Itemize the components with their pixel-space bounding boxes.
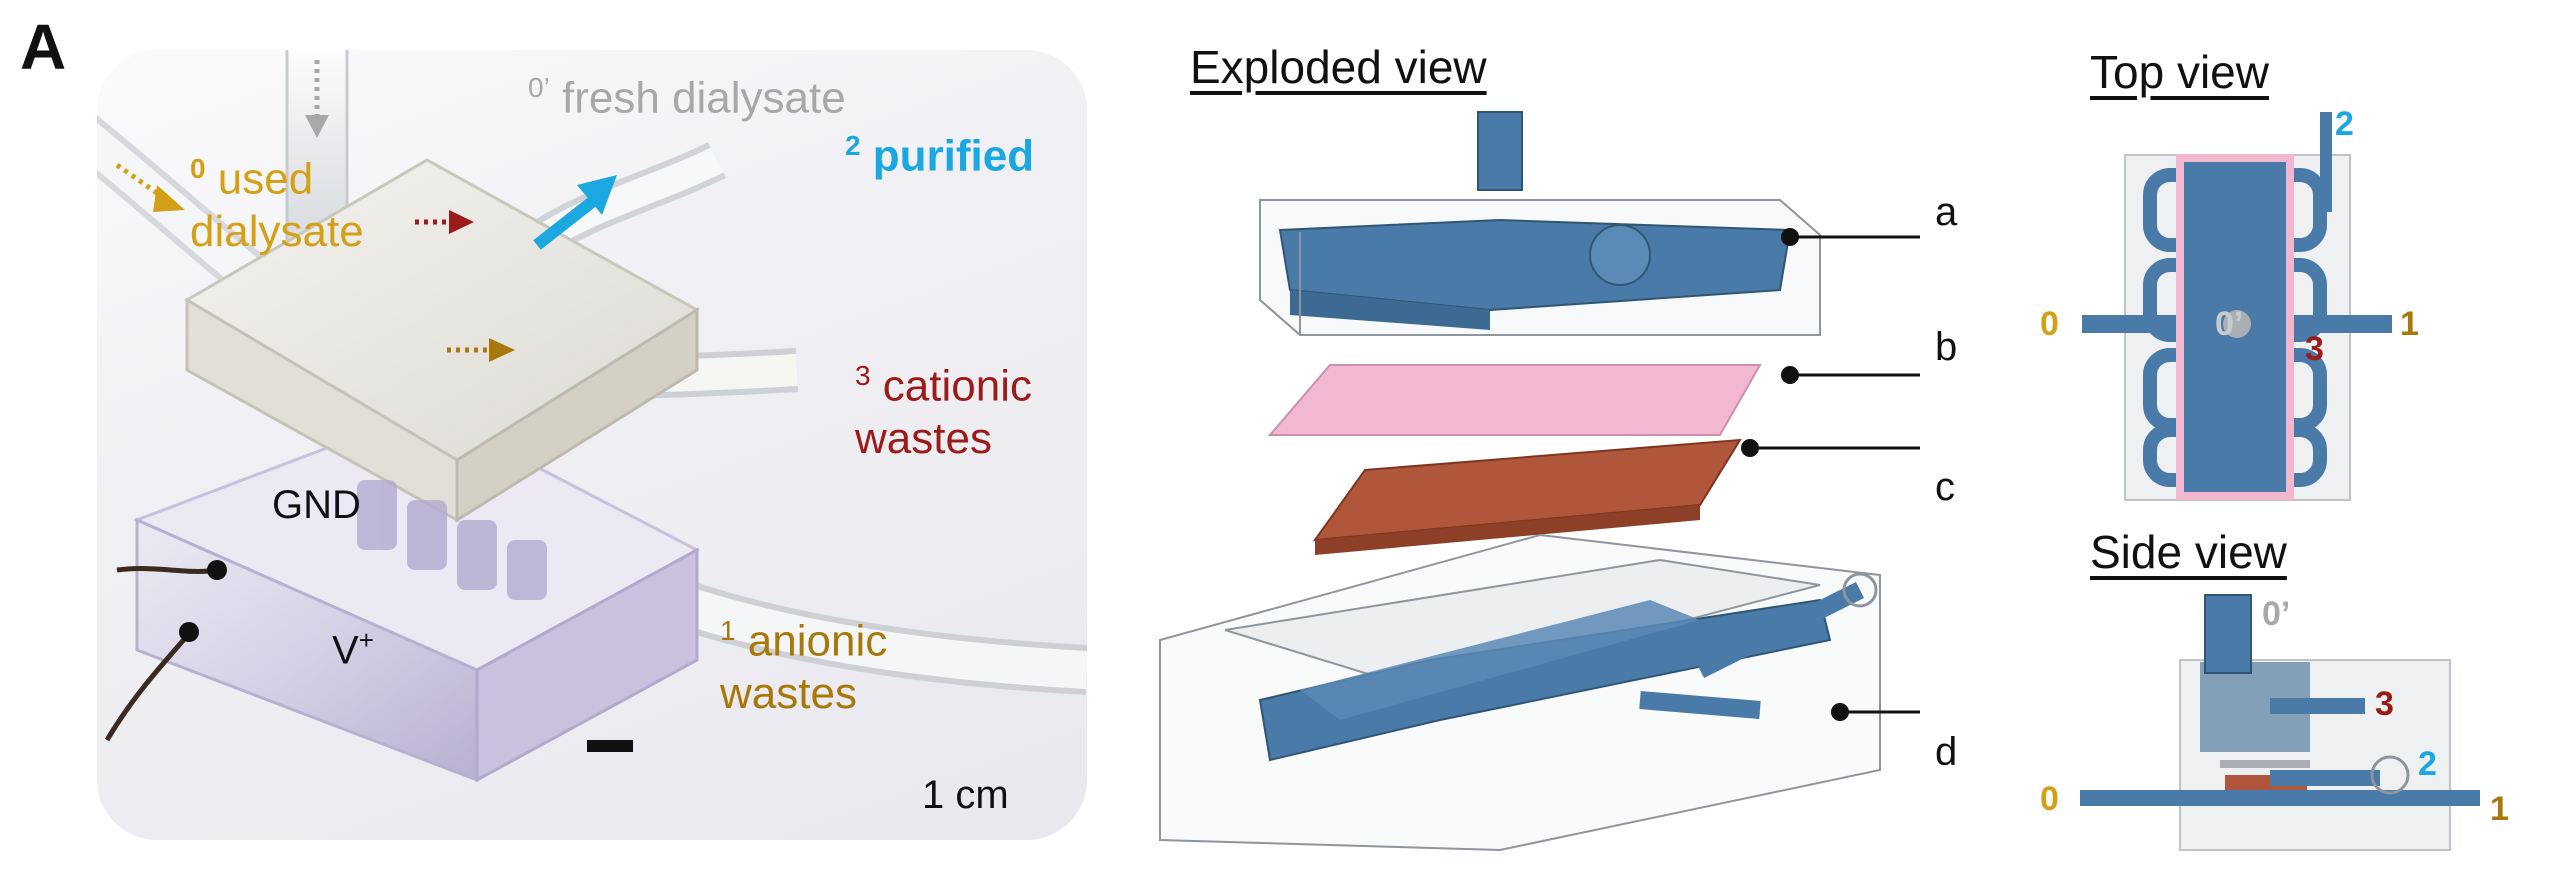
part-c-label: c <box>1935 465 1955 509</box>
vplus-label: V+ <box>332 625 374 673</box>
side-view-port-0: 0 <box>2040 780 2059 818</box>
internal-channels <box>357 480 547 600</box>
top-view-title: Top view <box>2090 46 2269 98</box>
side-view-port-3: 3 <box>2375 685 2394 723</box>
exploded-view-title: Exploded view <box>1190 41 1487 93</box>
exploded-part-b-membrane <box>1267 364 1762 436</box>
device-photo-illustration <box>97 50 1087 783</box>
device-base-side <box>475 547 699 783</box>
exploded-part-c-electrode <box>1312 438 1742 555</box>
gnd-label: GND <box>272 483 361 527</box>
panel-letter: A <box>20 11 67 83</box>
top-view-port-0: 0 <box>2040 305 2059 343</box>
top-view-port-1: 1 <box>2400 305 2419 343</box>
part-d-label: d <box>1935 730 1958 774</box>
side-view-port-0prime: 0’ <box>2262 595 2291 633</box>
scale-bar-label: 1 cm <box>922 773 1009 817</box>
side-view-port-1: 1 <box>2490 790 2509 828</box>
top-view-port-0prime: 0’ <box>2215 305 2244 343</box>
purified-label: 2 purified <box>845 130 1035 181</box>
vplus-electrode-dot <box>179 622 199 642</box>
scale-bar <box>587 740 633 752</box>
side-view-title: Side view <box>2090 526 2287 578</box>
top-view-port-3: 3 <box>2305 330 2324 368</box>
fresh-dialysate-label: 0’ fresh dialysate <box>528 72 846 123</box>
part-b-label: b <box>1935 325 1958 369</box>
exploded-part-a <box>1259 111 1821 336</box>
side-view-port-2: 2 <box>2418 745 2437 783</box>
gnd-electrode-dot <box>207 560 227 580</box>
exploded-part-d <box>1159 533 1881 852</box>
top-view-port-2: 2 <box>2335 105 2354 143</box>
device-photo <box>97 50 1087 840</box>
part-a-label: a <box>1935 190 1958 234</box>
